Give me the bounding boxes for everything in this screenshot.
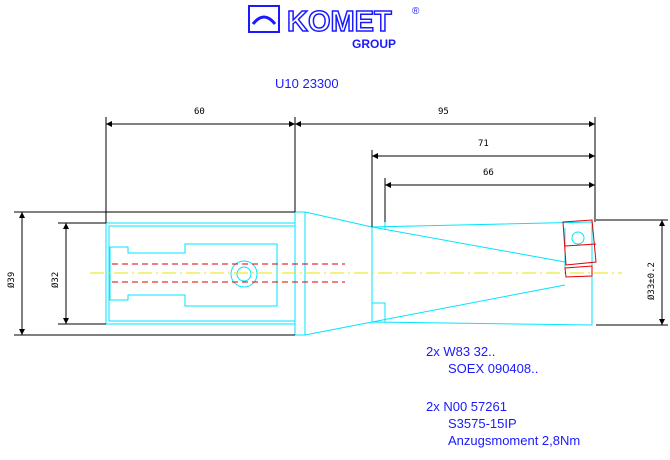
dim-label-66: 66 <box>483 168 494 178</box>
flute-line-bottom <box>371 284 566 323</box>
dimensions <box>14 117 668 336</box>
dim-label-dia33: Ø33±0.2 <box>646 262 657 300</box>
note-screw-code: S3575-15IP <box>448 416 517 431</box>
dim-label-71: 71 <box>478 139 489 149</box>
dim-label-60: 60 <box>194 107 205 117</box>
clamp-screw-inner <box>236 266 252 282</box>
coolant-channel <box>112 263 345 283</box>
insert-outline <box>562 219 597 266</box>
dim-label-95: 95 <box>438 107 449 117</box>
note-screw-torque: Anzugsmoment 2,8Nm <box>448 433 581 448</box>
body-step-bottom <box>372 302 386 322</box>
note-insert-qty: 2x W83 32.. <box>426 344 496 359</box>
insert-screw <box>571 231 585 245</box>
flute-line-top <box>371 226 566 263</box>
dim-label-dia32: Ø32 <box>50 272 61 288</box>
logo-emblem <box>248 5 280 33</box>
parts-note-insert: 2x W83 32.. SOEX 090408.. <box>426 343 538 377</box>
insert-lower <box>564 265 593 278</box>
note-insert-code: SOEX 090408.. <box>448 361 539 376</box>
logo-registered-mark: ® <box>412 6 420 17</box>
drawing-title: U10 23300 <box>275 76 339 91</box>
note-screw-qty: 2x N00 57261 <box>426 399 507 414</box>
clamp-screw <box>230 260 258 288</box>
logo-group-text: GROUP <box>352 37 396 51</box>
clamp-flat <box>109 243 278 307</box>
tool-outline <box>105 211 593 336</box>
komet-logo: KOMET ® GROUP <box>248 5 420 51</box>
logo-arc-icon <box>251 15 277 25</box>
parts-note-screw: 2x N00 57261 S3575-15IP Anzugsmoment 2,8… <box>426 398 580 449</box>
dim-label-dia39: Ø39 <box>6 272 17 288</box>
insert-edge <box>564 243 597 247</box>
logo-brand-text: KOMET <box>287 6 392 38</box>
insert-top <box>562 219 597 278</box>
